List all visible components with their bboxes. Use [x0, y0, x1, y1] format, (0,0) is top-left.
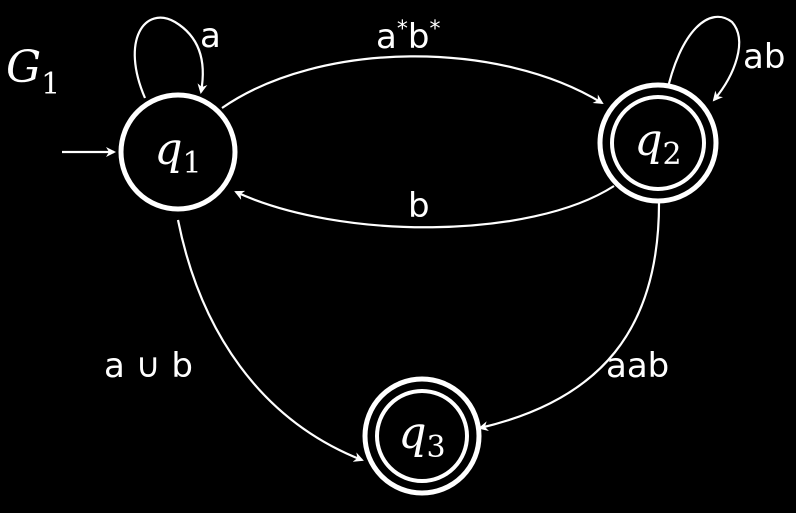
edge-q1-q3: [176, 219, 364, 462]
graph-name: G1: [6, 42, 60, 102]
edge-q2-self-loop: [664, 15, 741, 102]
label-q1-q2: a*b*: [376, 17, 440, 57]
svg-text:q2: q2: [634, 115, 681, 172]
edge-q1-self-loop: [133, 16, 208, 99]
label-q2-q1: b: [408, 186, 430, 226]
label-q2-self: ab: [743, 37, 785, 77]
label-q1-self: a: [200, 16, 221, 56]
label-q2-q3: aab: [606, 346, 669, 386]
state-q1: q1: [118, 92, 238, 212]
state-q3: q3: [362, 376, 482, 496]
edge-q2-q1: [234, 185, 615, 229]
edge-q1-q2: [221, 55, 604, 109]
label-q1-q3: a ∪ b: [104, 346, 193, 386]
edge-q2-q3: [478, 199, 661, 432]
svg-text:q3: q3: [398, 408, 445, 465]
svg-text:q1: q1: [154, 124, 201, 181]
state-q2: q2: [597, 82, 719, 204]
